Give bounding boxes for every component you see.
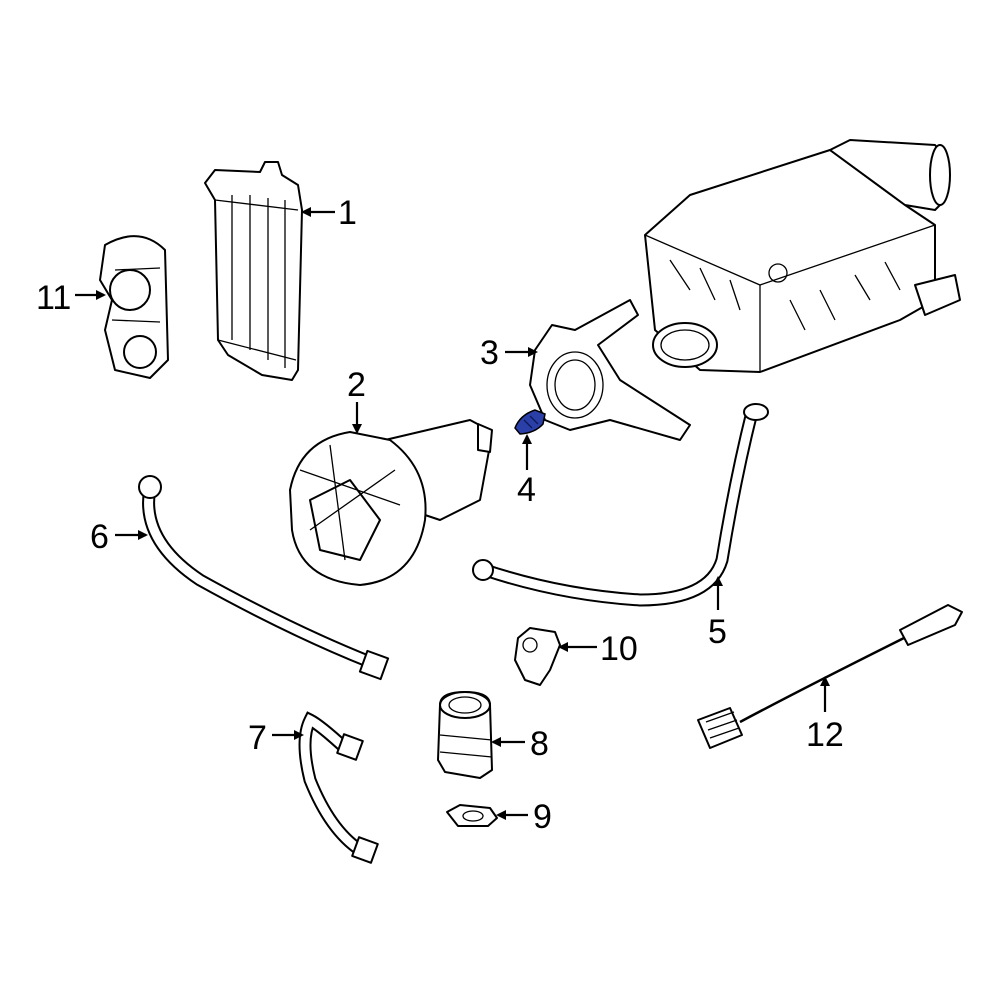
callout-2: 2: [347, 366, 366, 434]
part-11-valve[interactable]: [99, 235, 169, 379]
callout-7: 7: [248, 719, 304, 757]
callout-label: 4: [517, 471, 536, 509]
callout-11: 11: [36, 279, 106, 317]
callout-label: 11: [36, 279, 71, 317]
callout-8: 8: [491, 725, 549, 763]
callout-label: 7: [248, 719, 267, 757]
part-3-bracket[interactable]: [529, 299, 691, 441]
callout-label: 10: [600, 630, 638, 668]
part-1-reservoir[interactable]: [204, 161, 303, 381]
callout-label: 5: [708, 613, 727, 651]
callout-label: 3: [480, 334, 499, 372]
callout-label: 9: [533, 798, 552, 836]
part-10-sensor[interactable]: [514, 627, 561, 686]
callout-1: 1: [301, 194, 357, 232]
callout-12: 12: [806, 676, 844, 754]
callout-4: 4: [517, 434, 536, 509]
part-9-gasket[interactable]: [446, 804, 498, 827]
callout-10: 10: [558, 630, 638, 668]
callout-9: 9: [496, 798, 552, 836]
part-8-check-valve[interactable]: [437, 691, 493, 779]
callout-label: 2: [347, 366, 366, 404]
part-5-hose[interactable]: [472, 403, 769, 607]
callout-3: 3: [480, 334, 538, 372]
part-6-hose[interactable]: [138, 475, 390, 681]
callout-label: 1: [338, 194, 357, 232]
part-2-air-pump[interactable]: [289, 419, 493, 586]
callout-label: 8: [530, 725, 549, 763]
callout-5: 5: [708, 576, 727, 651]
callout-label: 6: [90, 518, 109, 556]
part-12-oxygen-sensor[interactable]: [697, 604, 963, 749]
air-filter-housing: [644, 139, 961, 373]
part-4-connector[interactable]: [514, 409, 546, 435]
callout-6: 6: [90, 518, 148, 556]
part-7-pipe[interactable]: [298, 711, 379, 864]
callout-label: 12: [806, 716, 844, 754]
